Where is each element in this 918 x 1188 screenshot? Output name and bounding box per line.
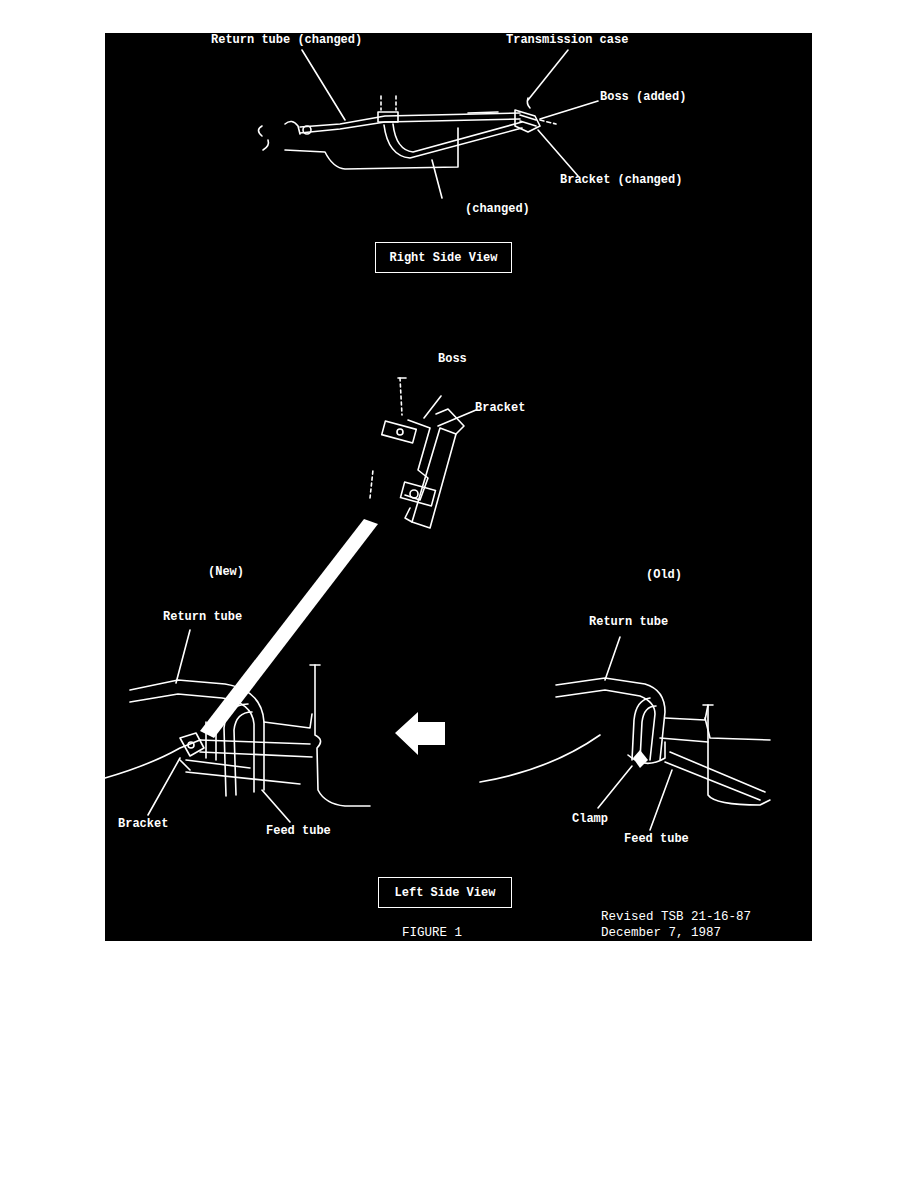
bulletin-note: Revised TSB 21-16-87	[601, 910, 751, 924]
part-label: Bracket	[475, 401, 525, 415]
view-label-box: Left Side View	[378, 877, 512, 908]
part-label: Boss	[438, 352, 467, 366]
part-label: Return tube	[589, 615, 668, 629]
part-label: Boss (added)	[600, 90, 686, 104]
part-label: Feed tube	[266, 824, 331, 838]
view-title: Right Side View	[389, 251, 497, 265]
black-panel	[105, 33, 812, 941]
view-label-box: Right Side View	[375, 242, 512, 273]
part-label: Clamp	[572, 812, 608, 826]
part-label: (New)	[208, 565, 244, 579]
old-left-view-drawing	[480, 637, 770, 830]
new-left-view-drawing	[105, 630, 370, 822]
part-label: (Old)	[646, 568, 682, 582]
direction-arrow	[395, 712, 445, 755]
detail-drawing	[200, 378, 476, 738]
part-label: Return tube (changed)	[211, 33, 362, 47]
part-label: Feed tube	[624, 832, 689, 846]
view-title: Left Side View	[395, 886, 496, 900]
part-label: (changed)	[465, 202, 530, 216]
figure-caption: FIGURE 1	[402, 926, 462, 940]
part-label: Transmission case	[506, 33, 628, 47]
bulletin-note: December 7, 1987	[601, 926, 721, 940]
right-side-view-drawing	[259, 50, 599, 198]
part-label: Bracket	[118, 817, 168, 831]
part-label: Return tube	[163, 610, 242, 624]
part-label: Bracket (changed)	[560, 173, 682, 187]
